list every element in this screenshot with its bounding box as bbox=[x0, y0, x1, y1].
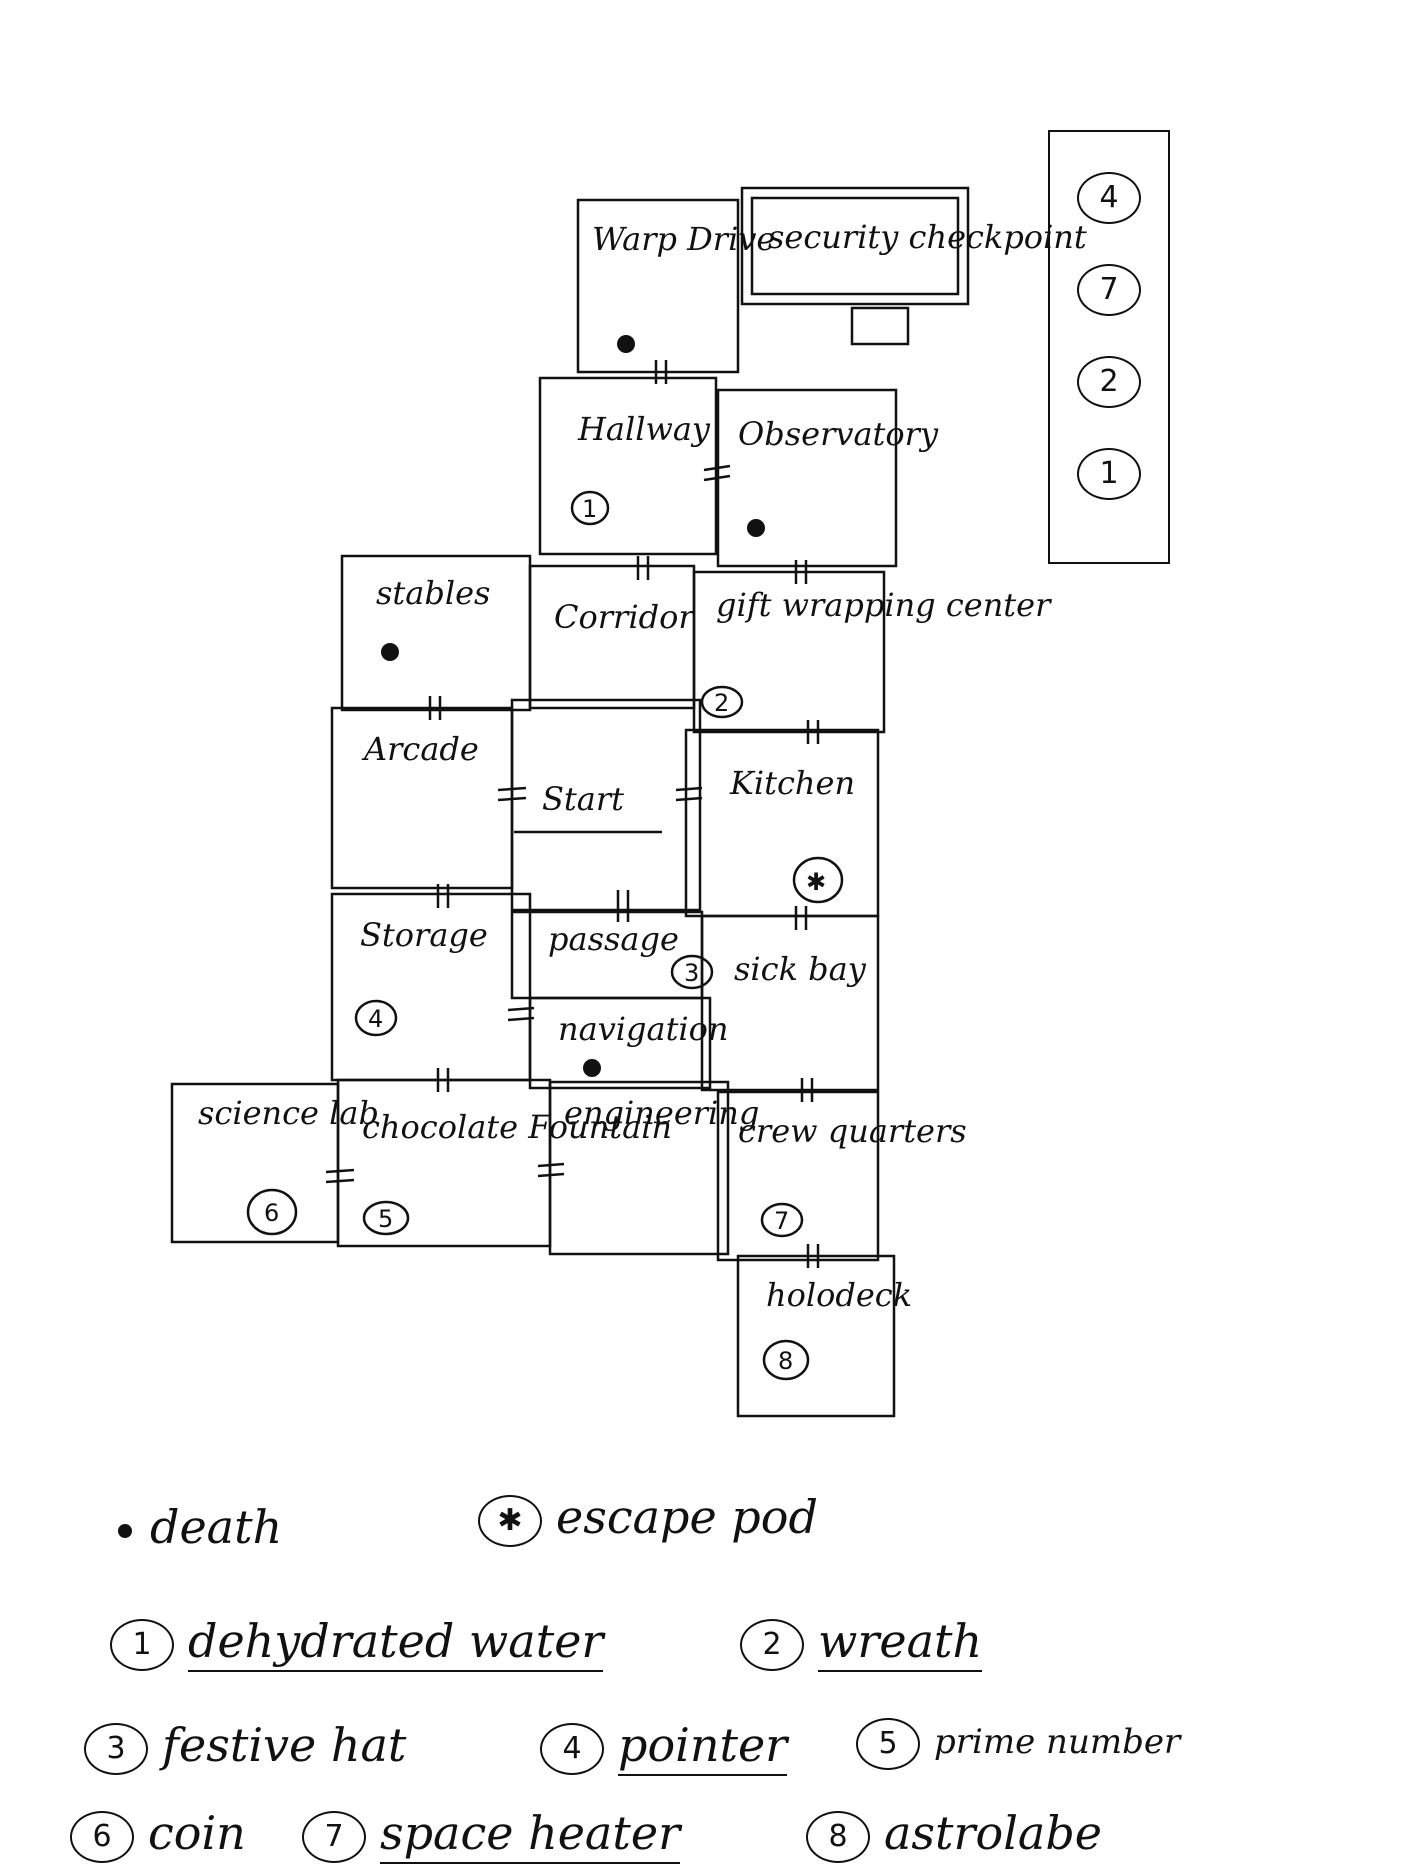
item-marker: 2 bbox=[714, 689, 729, 717]
item-marker: 1 bbox=[582, 495, 597, 523]
inventory-item: 4 bbox=[1077, 172, 1141, 224]
room-label: engineering bbox=[564, 1094, 759, 1132]
room-label: security checkpoint bbox=[768, 218, 1087, 256]
room-observatory: Observatory bbox=[718, 390, 939, 566]
death-marker bbox=[747, 519, 765, 537]
room-label: science lab bbox=[198, 1094, 379, 1132]
item-number: 4 bbox=[540, 1723, 604, 1775]
death-marker bbox=[381, 643, 399, 661]
inventory-column: 4 7 2 1 bbox=[1048, 130, 1170, 564]
item-label: astrolabe bbox=[884, 1806, 1102, 1860]
room-label: Observatory bbox=[738, 415, 939, 453]
room-label: Warp Drive bbox=[592, 220, 775, 258]
item-marker: 8 bbox=[778, 1347, 793, 1375]
item-marker: 5 bbox=[378, 1205, 393, 1233]
room-security-checkpoint: security checkpoint bbox=[742, 188, 1087, 344]
room-label: gift wrapping center bbox=[716, 586, 1052, 624]
legend-item-3: 3 festive hat bbox=[84, 1718, 406, 1775]
item-label: coin bbox=[148, 1806, 246, 1860]
item-number: 7 bbox=[302, 1811, 366, 1863]
room-label: Start bbox=[542, 780, 624, 818]
item-label: prime number bbox=[934, 1722, 1180, 1762]
room-navigation: navigation bbox=[530, 998, 729, 1088]
legend-item-6: 6 coin bbox=[70, 1806, 246, 1863]
room-label: stables bbox=[376, 574, 490, 612]
item-number: 8 bbox=[806, 1811, 870, 1863]
death-dot-icon bbox=[118, 1524, 132, 1538]
legend-item-2: 2 wreath bbox=[740, 1614, 982, 1671]
legend-escape-pod: ✱ escape pod bbox=[478, 1490, 818, 1547]
room-holodeck: holodeck 8 bbox=[738, 1256, 912, 1416]
room-hallway: Hallway 1 bbox=[540, 378, 716, 554]
inventory-item: 1 bbox=[1077, 448, 1141, 500]
room-engineering: engineering bbox=[550, 1082, 759, 1254]
room-sick-bay: sick bay bbox=[702, 916, 878, 1090]
legend-item-5: 5 prime number bbox=[856, 1718, 1180, 1770]
legend-label: death bbox=[150, 1500, 282, 1554]
legend-death: death bbox=[118, 1500, 282, 1554]
item-label: dehydrated water bbox=[188, 1614, 603, 1672]
room-label: Hallway bbox=[577, 410, 711, 448]
legend-item-1: 1 dehydrated water bbox=[110, 1614, 603, 1671]
item-marker: 6 bbox=[264, 1199, 279, 1227]
room-gift-wrapping-center: gift wrapping center 2 bbox=[694, 572, 1052, 732]
item-marker: 3 bbox=[684, 959, 699, 987]
room-label: crew quarters bbox=[738, 1112, 967, 1150]
item-number: 2 bbox=[740, 1619, 804, 1671]
room-start: Start bbox=[512, 700, 700, 910]
room-label: Kitchen bbox=[729, 764, 855, 802]
legend-item-8: 8 astrolabe bbox=[806, 1806, 1102, 1863]
room-crew-quarters: crew quarters 7 bbox=[718, 1092, 967, 1260]
room-science-lab: science lab 6 bbox=[172, 1084, 379, 1242]
room-corridor: Corridor bbox=[530, 566, 695, 708]
inventory-item: 7 bbox=[1077, 264, 1141, 316]
item-label: wreath bbox=[818, 1614, 982, 1672]
item-label: pointer bbox=[618, 1718, 787, 1776]
death-marker bbox=[583, 1059, 601, 1077]
death-marker bbox=[617, 335, 635, 353]
room-label: Arcade bbox=[361, 730, 479, 768]
room-label: Corridor bbox=[554, 598, 695, 636]
item-label: festive hat bbox=[162, 1718, 406, 1772]
room-label: Storage bbox=[360, 916, 488, 954]
escape-pod-symbol: ✱ bbox=[806, 868, 826, 896]
escape-pod-icon: ✱ bbox=[478, 1495, 542, 1547]
legend-item-7: 7 space heater bbox=[302, 1806, 680, 1863]
room-stables: stables bbox=[342, 556, 530, 710]
inventory-item: 2 bbox=[1077, 356, 1141, 408]
item-number: 1 bbox=[110, 1619, 174, 1671]
room-label: passage bbox=[548, 920, 679, 958]
room-storage: Storage 4 bbox=[332, 894, 530, 1080]
legend-item-4: 4 pointer bbox=[540, 1718, 787, 1775]
item-number: 3 bbox=[84, 1723, 148, 1775]
room-kitchen: Kitchen ✱ bbox=[686, 730, 878, 916]
ship-map: Warp Drive security checkpoint Hallway 1… bbox=[0, 0, 1404, 1460]
item-number: 5 bbox=[856, 1718, 920, 1770]
room-label: holodeck bbox=[766, 1276, 912, 1314]
item-label: space heater bbox=[380, 1806, 680, 1864]
legend-label: escape pod bbox=[556, 1490, 818, 1544]
item-marker: 4 bbox=[368, 1005, 383, 1033]
room-passage: passage 3 bbox=[512, 912, 712, 998]
room-arcade: Arcade bbox=[332, 708, 512, 888]
item-number: 6 bbox=[70, 1811, 134, 1863]
item-marker: 7 bbox=[774, 1207, 789, 1235]
room-label: sick bay bbox=[734, 950, 867, 988]
room-warp-drive: Warp Drive bbox=[578, 200, 775, 372]
